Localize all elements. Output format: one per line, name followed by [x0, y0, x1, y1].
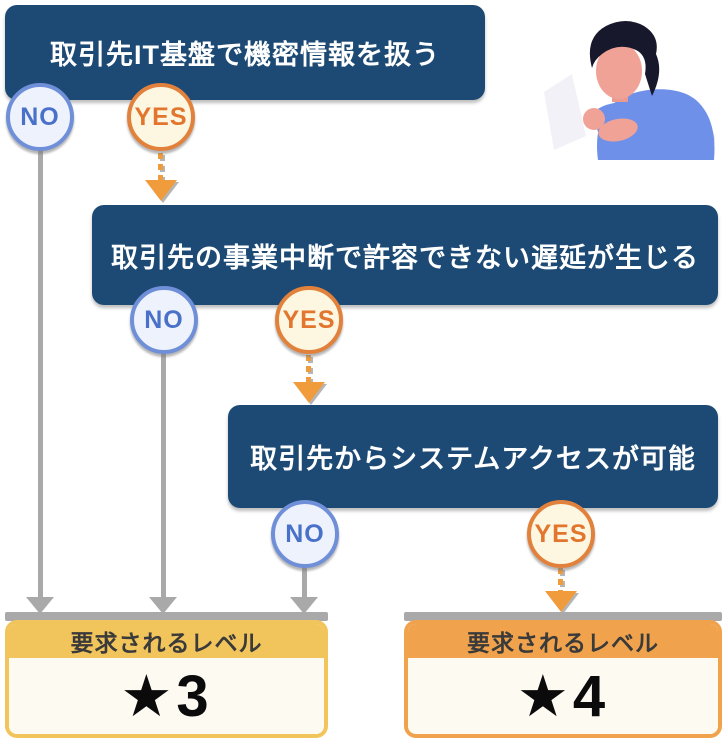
connector-bar-right — [404, 612, 722, 621]
question-box-3: 取引先からシステムアクセスが可能 — [228, 405, 718, 508]
no-badge-1: NO — [6, 83, 74, 151]
yes-badge-1: YES — [127, 83, 195, 151]
yes-arrowhead-1 — [145, 180, 177, 201]
result-level-right-value: ★4 — [516, 664, 610, 729]
connector-bar-left — [5, 612, 328, 621]
no-badge-3-label: NO — [285, 519, 325, 548]
result-level-left: ★3 — [9, 658, 324, 734]
no-badge-2: NO — [130, 286, 198, 354]
yes-arrow-line-3 — [558, 568, 563, 591]
yes-arrowhead-3 — [545, 591, 577, 612]
result-header-left-label: 要求されるレベル — [70, 630, 263, 656]
yes-arrow-line-1 — [158, 153, 163, 180]
no-arrowhead-1 — [26, 597, 54, 614]
no-arrowhead-3 — [290, 597, 318, 614]
no-line-3 — [302, 566, 307, 600]
result-box-level-4: 要求されるレベル ★4 — [404, 620, 722, 738]
no-arrowhead-2 — [149, 597, 177, 614]
yes-badge-1-label: YES — [134, 102, 188, 131]
no-badge-1-label: NO — [20, 102, 60, 131]
question-text-2: 取引先の事業中断で許容できない遅延が生じる — [111, 242, 699, 273]
no-line-1 — [38, 149, 43, 600]
no-badge-2-label: NO — [144, 305, 184, 334]
result-level-left-value: ★3 — [120, 664, 213, 729]
person-face — [596, 43, 642, 99]
result-header-right-label: 要求されるレベル — [467, 630, 659, 656]
yes-arrowhead-2 — [293, 382, 325, 403]
yes-badge-2-label: YES — [282, 305, 336, 334]
result-header-right: 要求されるレベル — [408, 624, 718, 658]
yes-arrow-line-2 — [306, 355, 311, 382]
person-reading-illustration — [544, 21, 715, 160]
yes-badge-2: YES — [275, 286, 343, 354]
question-text-3: 取引先からシステムアクセスが可能 — [250, 444, 696, 474]
yes-badge-3: YES — [527, 500, 595, 568]
document-back — [544, 74, 586, 150]
person-forearm — [598, 118, 638, 142]
person-hair — [589, 21, 660, 96]
question-text-1: 取引先IT基盤で機密情報を扱う — [50, 40, 440, 70]
person-hand — [583, 108, 605, 130]
result-level-right: ★4 — [408, 658, 718, 734]
result-box-level-3: 要求されるレベル ★3 — [5, 620, 328, 738]
question-box-2: 取引先の事業中断で許容できない遅延が生じる — [92, 205, 718, 305]
no-line-2 — [161, 352, 166, 600]
no-badge-3: NO — [271, 500, 339, 568]
result-header-left: 要求されるレベル — [9, 624, 324, 658]
yes-badge-3-label: YES — [534, 519, 588, 548]
question-box-1: 取引先IT基盤で機密情報を扱う — [5, 5, 485, 100]
